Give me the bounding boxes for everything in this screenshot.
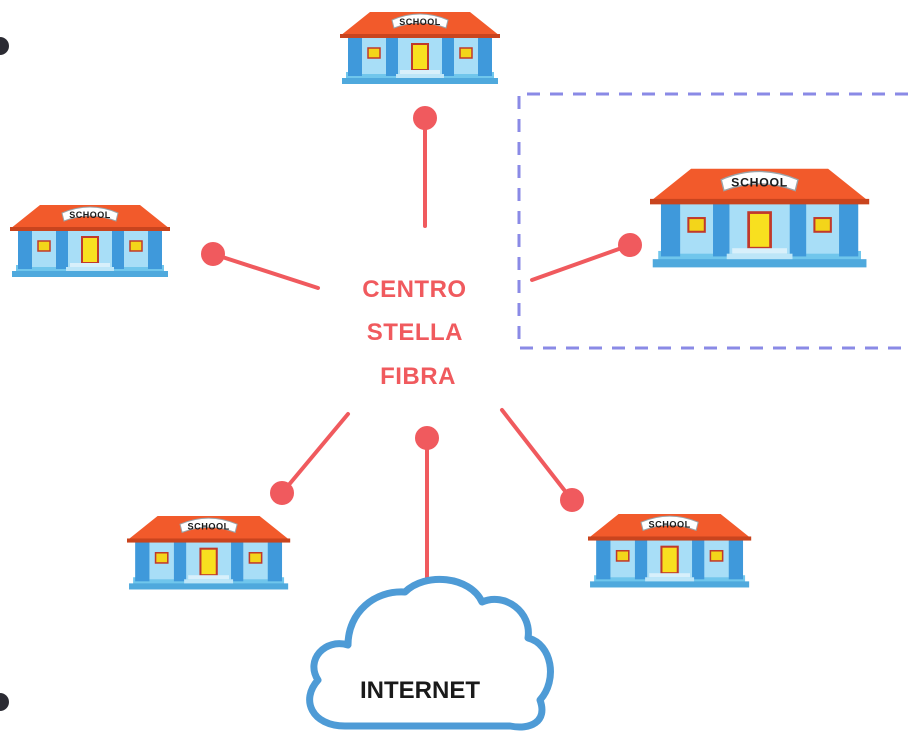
link-left-dot xyxy=(201,242,225,266)
link-top-dot xyxy=(413,106,437,130)
hub-line-1: CENTRO xyxy=(362,276,466,303)
edge-bullet-top xyxy=(0,37,9,55)
school-right: SCHOOL xyxy=(648,167,871,269)
cloud-icon xyxy=(306,575,554,731)
school-bottom-left: SCHOOL xyxy=(125,515,292,591)
school-left: SCHOOL xyxy=(9,204,171,278)
link-bottom-right xyxy=(500,408,574,502)
school-left-label: SCHOOL xyxy=(69,210,111,220)
edge-bullet-bottom xyxy=(0,693,9,711)
link-bottom-left-dot xyxy=(270,481,294,505)
hub-label: CENTRO STELLA FIBRA xyxy=(362,276,474,390)
school-top-label: SCHOOL xyxy=(399,17,441,27)
school-top: SCHOOL xyxy=(339,11,501,85)
dashed-highlight-box xyxy=(517,92,908,350)
school-right-label: SCHOOL xyxy=(731,176,788,190)
cloud-label: INTERNET xyxy=(360,677,480,704)
link-bottom-center-dot xyxy=(415,426,439,450)
hub-line-3: FIBRA xyxy=(380,363,456,390)
school-bottom-right: SCHOOL xyxy=(586,513,753,589)
link-bottom-right-dot xyxy=(560,488,584,512)
link-right xyxy=(530,243,632,282)
link-right-dot xyxy=(618,233,642,257)
internet-cloud: INTERNET xyxy=(306,575,554,731)
link-left xyxy=(211,252,320,290)
school-bottom-left-label: SCHOOL xyxy=(187,521,229,531)
school-bottom-right-label: SCHOOL xyxy=(648,519,690,529)
hub-line-2: STELLA xyxy=(367,319,462,346)
connection-links xyxy=(201,106,642,587)
link-bottom-left xyxy=(280,412,350,495)
